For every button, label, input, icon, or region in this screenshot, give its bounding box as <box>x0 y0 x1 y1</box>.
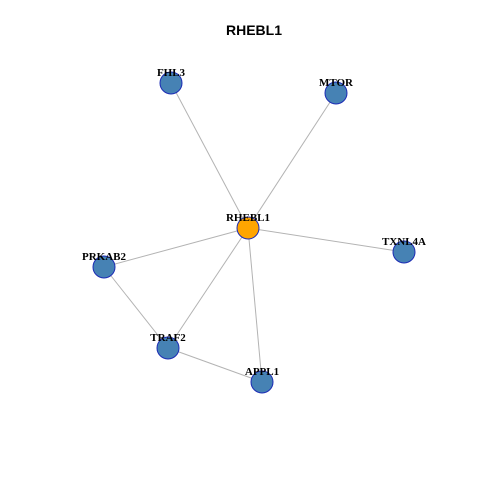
node-traf2 <box>156 336 180 360</box>
edge-rhebl1-fhl3 <box>170 82 249 229</box>
node-label-mtor: MTOR <box>319 77 354 89</box>
nodes-layer <box>92 71 416 394</box>
node-txnl4a <box>392 240 416 264</box>
edge-rhebl1-traf2 <box>167 227 249 349</box>
edge-rhebl1-prkab2 <box>103 227 249 268</box>
edges-layer <box>103 82 405 383</box>
edge-traf2-appl1 <box>167 347 263 383</box>
node-label-txnl4a: TXNL4A <box>382 236 426 248</box>
edge-rhebl1-appl1 <box>247 227 263 383</box>
edge-rhebl1-mtor <box>247 92 337 229</box>
edge-rhebl1-txnl4a <box>247 227 405 253</box>
node-mtor <box>324 81 348 105</box>
node-label-traf2: TRAF2 <box>150 332 186 344</box>
node-prkab2 <box>92 255 116 279</box>
node-label-appl1: APPL1 <box>245 366 279 378</box>
node-label-rhebl1: RHEBL1 <box>226 212 270 224</box>
node-fhl3 <box>159 71 183 95</box>
node-label-fhl3: FHL3 <box>157 67 186 79</box>
node-label-prkab2: PRKAB2 <box>82 251 127 263</box>
diagram-title: RHEBL1 <box>226 22 282 38</box>
node-appl1 <box>250 370 274 394</box>
edge-prkab2-traf2 <box>103 266 169 349</box>
node-rhebl1 <box>236 216 260 240</box>
